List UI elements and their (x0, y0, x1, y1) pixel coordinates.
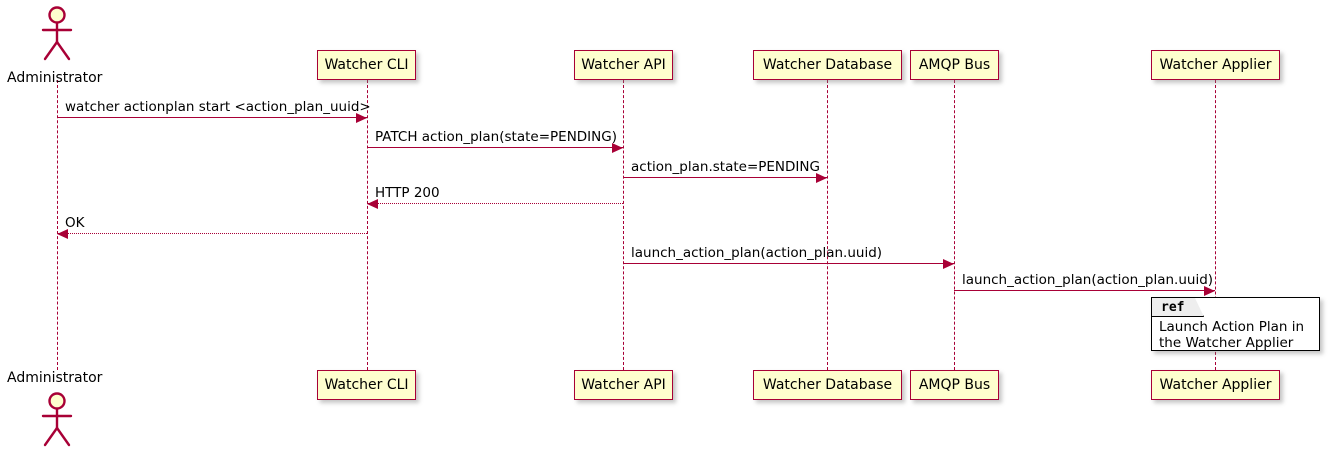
actor-administrator-top (34, 6, 80, 62)
participant-watcher-applier-bottom: Watcher Applier (1151, 370, 1280, 400)
msg-7-line (954, 290, 1215, 291)
lifeline-administrator (56, 80, 58, 370)
participant-watcher-database-top: Watcher Database (753, 50, 902, 80)
msg-5-label: OK (65, 215, 85, 231)
participant-watcher-api-bottom: Watcher API (574, 370, 673, 400)
msg-7-label: launch_action_plan(action_plan.uuid) (962, 272, 1214, 288)
lifeline-amqp-bus (953, 80, 955, 370)
msg-3-line (623, 177, 827, 178)
msg-2-arrowhead (612, 143, 623, 153)
ref-fragment: ref Launch Action Plan in the Watcher Ap… (1151, 297, 1320, 351)
msg-7-arrowhead (1204, 286, 1215, 296)
participant-amqp-bus-bottom: AMQP Bus (910, 370, 999, 400)
actor-label-administrator-top: Administrator (7, 70, 103, 86)
participant-watcher-api-top: Watcher API (574, 50, 673, 80)
participant-watcher-database-bottom: Watcher Database (753, 370, 902, 400)
msg-1-line (57, 117, 367, 118)
msg-1-arrowhead (356, 113, 367, 123)
msg-6-label: launch_action_plan(action_plan.uuid) (631, 245, 883, 261)
participant-watcher-applier-top: Watcher Applier (1151, 50, 1280, 80)
msg-6-arrowhead (943, 259, 954, 269)
lifeline-watcher-database (826, 80, 828, 370)
participant-amqp-bus-top: AMQP Bus (910, 50, 999, 80)
msg-3-label: action_plan.state=PENDING (631, 159, 820, 175)
msg-1-label: watcher actionplan start <action_plan_uu… (65, 99, 371, 115)
lifeline-watcher-cli (366, 80, 368, 370)
msg-6-line (623, 263, 954, 264)
msg-2-line (367, 147, 623, 148)
lifeline-watcher-api (622, 80, 624, 370)
ref-fragment-keyword: ref (1152, 298, 1204, 317)
msg-2-label: PATCH action_plan(state=PENDING) (375, 129, 617, 145)
msg-5-line (57, 233, 367, 234)
actor-label-administrator-bottom: Administrator (7, 370, 103, 386)
msg-4-line (367, 203, 623, 204)
actor-administrator-bottom (34, 392, 80, 448)
msg-3-arrowhead (816, 173, 827, 183)
participant-watcher-cli-top: Watcher CLI (317, 50, 416, 80)
msg-4-label: HTTP 200 (375, 185, 440, 201)
msg-5-arrowhead (57, 229, 68, 239)
participant-watcher-cli-bottom: Watcher CLI (317, 370, 416, 400)
lifeline-watcher-applier (1214, 80, 1216, 370)
ref-fragment-text: Launch Action Plan in the Watcher Applie… (1159, 319, 1305, 351)
msg-4-arrowhead (367, 199, 378, 209)
